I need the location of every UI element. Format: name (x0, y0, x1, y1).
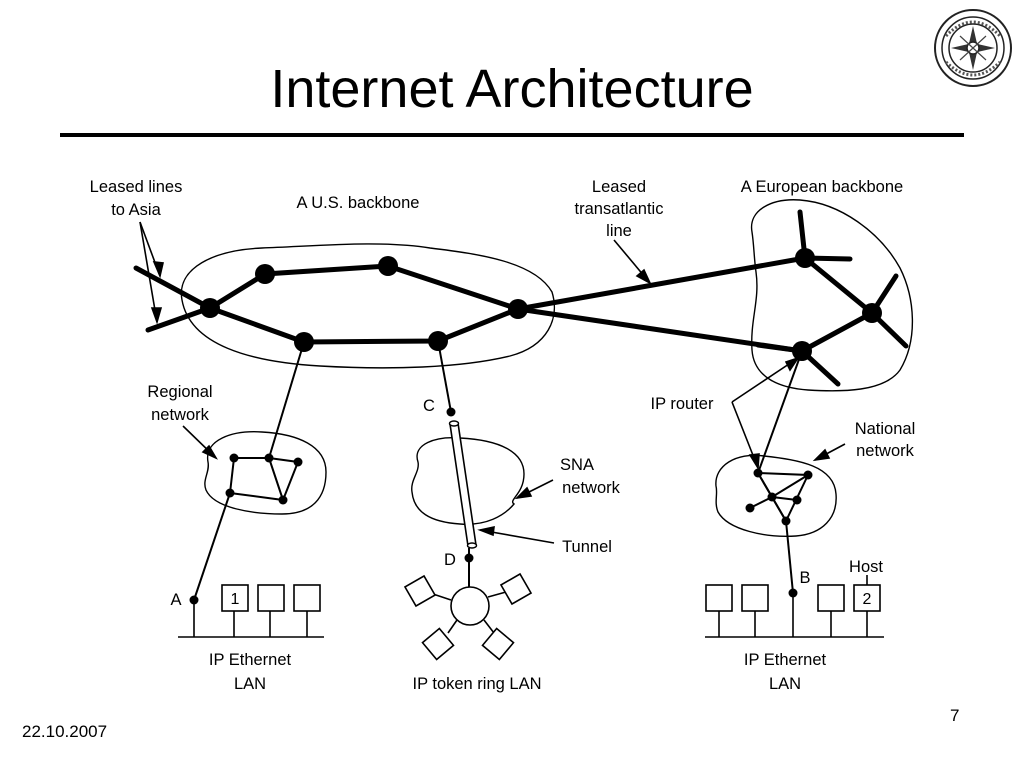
slide-title: Internet Architecture (270, 59, 754, 119)
point-d-label: D (444, 551, 456, 569)
us-to-regional-link (268, 341, 305, 459)
us-backbone-cloud (180, 243, 556, 369)
title-divider (60, 133, 964, 137)
regional-to-a-link (193, 492, 231, 601)
leased-transatlantic-label-1: Leased (592, 178, 646, 196)
ip-router-label: IP router (651, 395, 714, 413)
ethernet-lan-right (705, 584, 884, 638)
us-router (508, 299, 528, 319)
leased-lines-asia-label-2: to Asia (111, 201, 161, 219)
point-c-dot (446, 407, 456, 417)
tunnel-label: Tunnel (562, 538, 612, 556)
footer-date: 22.10.2007 (22, 722, 108, 741)
national-nodes (745, 468, 813, 526)
us-router (378, 256, 398, 276)
regional-network-label-2: network (151, 406, 210, 424)
eu-link-1 (802, 255, 875, 316)
eu-router (795, 248, 815, 268)
transatlantic-line-2 (515, 306, 805, 354)
us-router (200, 298, 220, 318)
host-1-label: 1 (231, 591, 240, 608)
national-to-b-link (785, 520, 794, 594)
us-router (255, 264, 275, 284)
transatlantic-line-1 (515, 255, 808, 312)
regional-network-label-1: Regional (147, 383, 212, 401)
european-backbone-cloud (750, 199, 914, 392)
ethernet-lan-left (178, 584, 324, 638)
us-to-c-link (437, 340, 452, 413)
eu-router (862, 303, 882, 323)
page-number: 7 (950, 706, 960, 725)
leased-lines-asia-label-1: Leased lines (90, 178, 183, 196)
ethernet-lan-left-label-1: IP Ethernet (209, 651, 292, 669)
us-backbone-label: A U.S. backbone (297, 194, 420, 212)
ethernet-lan-right-label-1: IP Ethernet (744, 651, 827, 669)
eu-to-national-link (757, 350, 803, 474)
leased-transatlantic-label-3: line (606, 222, 632, 240)
token-ring-lan (403, 572, 533, 661)
ethernet-lan-left-label-2: LAN (234, 675, 266, 693)
asia-leased-line-1 (133, 265, 213, 311)
national-network-label-1: National (855, 420, 916, 438)
point-b-label: B (799, 569, 810, 587)
eu-link-2 (799, 310, 875, 354)
point-c-label: C (423, 397, 435, 415)
regional-nodes (225, 453, 303, 505)
sna-network-label-2: network (562, 479, 621, 497)
ethernet-lan-right-label-2: LAN (769, 675, 801, 693)
host-label: Host (849, 558, 883, 576)
national-network-label-2: network (856, 442, 915, 460)
token-ring-lan-label: IP token ring LAN (412, 675, 541, 693)
institute-seal-icon (934, 9, 1012, 87)
host-2-label: 2 (863, 591, 872, 608)
point-a-label: A (170, 591, 181, 609)
asia-leased-line-2 (145, 305, 213, 333)
regional-network-cloud (204, 431, 327, 515)
tunnel-cylinder (448, 420, 478, 549)
leased-transatlantic-label-2: transatlantic (575, 200, 664, 218)
sna-network-label-1: SNA (560, 456, 594, 474)
european-backbone-label: A European backbone (741, 178, 903, 196)
